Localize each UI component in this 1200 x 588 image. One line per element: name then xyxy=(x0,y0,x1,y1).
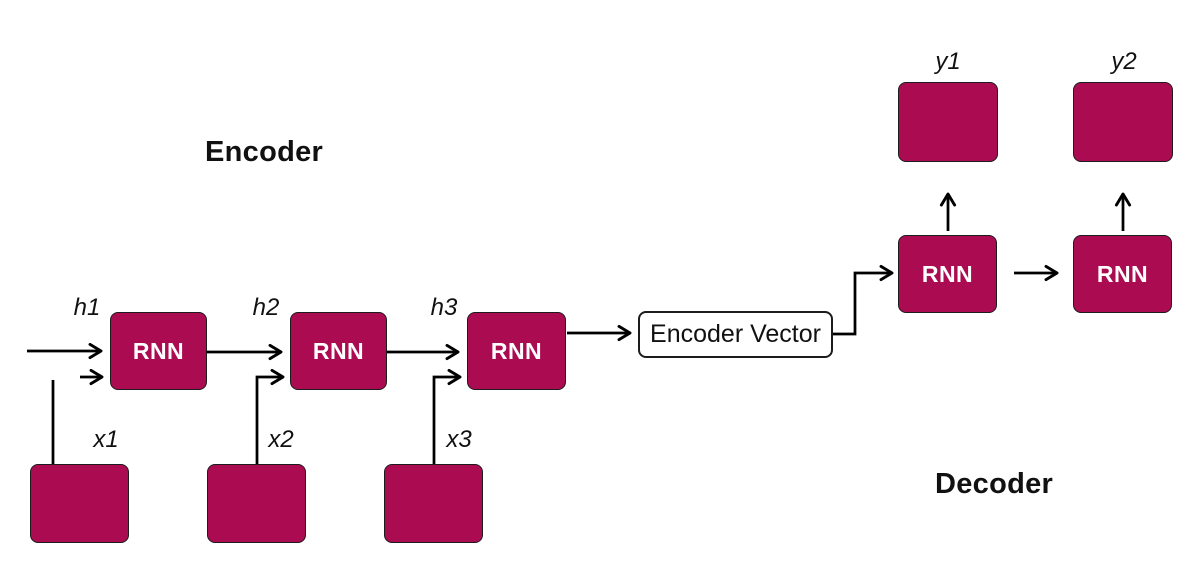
decoder-rnn-1-label: RNN xyxy=(921,260,974,287)
input-label-x3: x3 xyxy=(446,426,472,453)
encoder-rnn-3-box: RNN xyxy=(467,312,566,390)
hidden-state-label-h2: h2 xyxy=(252,294,280,321)
decoder-rnn-1-box: RNN xyxy=(898,235,997,313)
hidden-state-label-h1: h1 xyxy=(73,294,101,321)
encoder-vector-label: Encoder Vector xyxy=(650,320,821,348)
input-label-x2: x2 xyxy=(268,426,294,453)
arrow-x2-into-rnn2 xyxy=(255,368,285,464)
encoder-rnn-1-box: RNN xyxy=(110,312,207,390)
hidden-state-label-h3: h3 xyxy=(430,294,458,321)
output-label-y1: y1 xyxy=(935,48,961,75)
encoder-rnn-2-box: RNN xyxy=(290,312,387,390)
decoder-title: Decoder xyxy=(935,468,1054,500)
encoder-vector-box: Encoder Vector xyxy=(638,311,833,358)
input-label-x1: x1 xyxy=(93,426,119,453)
input-box-x2 xyxy=(207,464,306,543)
decoder-rnn-2-box: RNN xyxy=(1073,235,1172,313)
encoder-rnn-3-label: RNN xyxy=(490,337,543,364)
output-box-y2 xyxy=(1073,82,1173,162)
output-label-y2: y2 xyxy=(1111,48,1137,75)
encoder-title: Encoder xyxy=(205,136,324,168)
output-box-y1 xyxy=(898,82,998,162)
arrow-encoder-vector-to-decoder-rnn1 xyxy=(833,264,894,336)
input-box-x1 xyxy=(30,464,129,543)
input-box-x3 xyxy=(384,464,483,543)
encoder-rnn-2-label: RNN xyxy=(312,337,365,364)
encoder-rnn-1-label: RNN xyxy=(132,337,185,364)
decoder-rnn-2-label: RNN xyxy=(1096,260,1149,287)
arrow-x3-into-rnn3 xyxy=(432,368,462,464)
